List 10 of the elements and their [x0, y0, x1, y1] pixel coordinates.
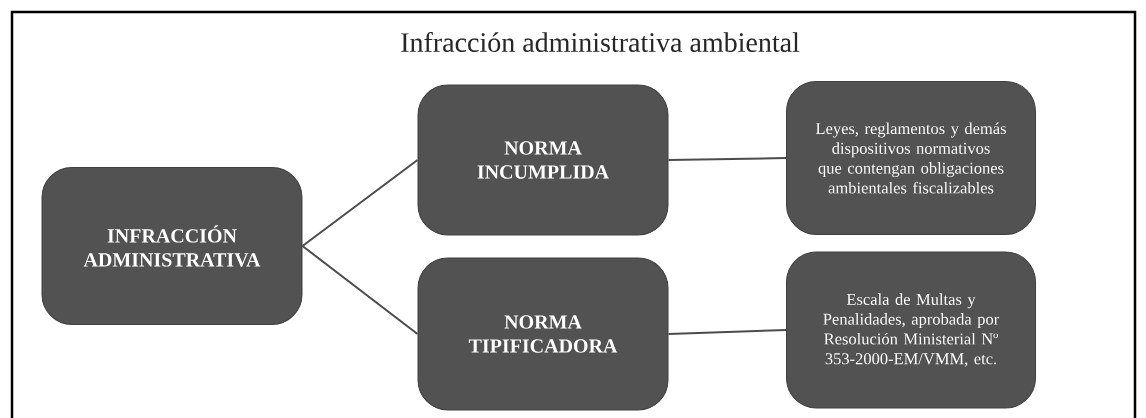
connector-line: [301, 159, 419, 247]
rounded-box: Leyes, reglamentos y demás dispositivos normativos que contengan obligaciones ambientales fiscalizables: [786, 81, 1036, 235]
connector-line: [667, 157, 787, 161]
connector-line: [667, 329, 787, 335]
connector-line: [301, 245, 419, 335]
rounded-box: INFRACCIÓN ADMINISTRATIVA: [41, 167, 303, 325]
title: Infracción administrativa ambiental: [401, 32, 800, 52]
rounded-box: NORMA TIPIFICADORA: [417, 257, 669, 411]
rounded-box: NORMA INCUMPLIDA: [417, 84, 669, 236]
rounded-box: Escala de Multas y Penalidades, aprobada por Resolución Ministerial Nº 353-2000-EM/VMM, etc.: [786, 251, 1036, 409]
